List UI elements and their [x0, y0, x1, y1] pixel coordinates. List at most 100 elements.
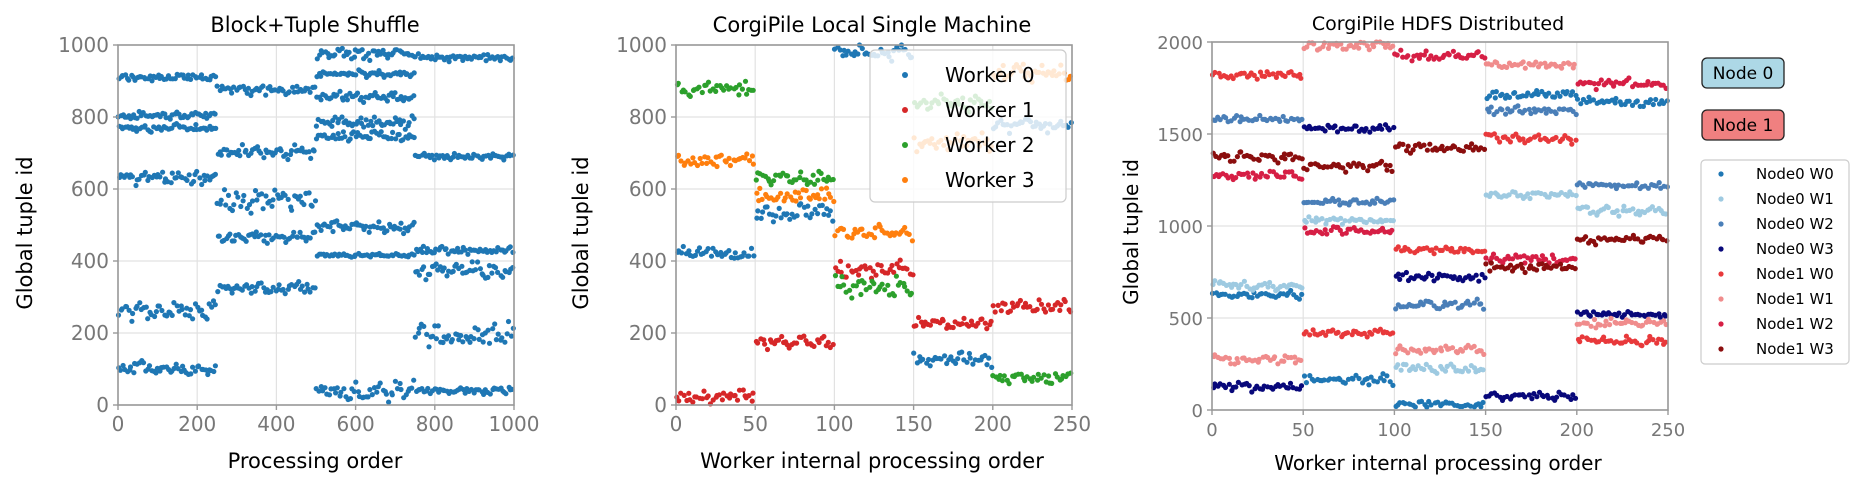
data-point	[1233, 281, 1239, 288]
data-point	[258, 150, 264, 156]
data-point	[504, 331, 510, 337]
data-point	[877, 224, 883, 230]
data-point	[246, 202, 253, 208]
data-point	[330, 228, 336, 235]
data-point	[1473, 272, 1479, 278]
node-tag-box	[1701, 109, 1785, 141]
data-point	[136, 108, 142, 115]
y-tick-label: 800	[71, 105, 109, 129]
data-point	[483, 58, 489, 64]
data-point	[1228, 361, 1234, 367]
data-point	[1412, 366, 1419, 373]
x-tick-label: 800	[416, 412, 454, 436]
data-point	[753, 177, 759, 183]
data-point	[458, 332, 464, 339]
data-point	[1551, 255, 1557, 262]
data-point	[1582, 80, 1588, 86]
data-point	[259, 191, 265, 197]
data-point	[1471, 343, 1477, 349]
data-point	[1602, 323, 1608, 329]
data-point	[296, 279, 302, 285]
data-point	[1557, 261, 1564, 267]
data-point	[1421, 52, 1427, 58]
data-point	[908, 290, 915, 296]
data-point	[1340, 165, 1346, 171]
data-point	[386, 399, 392, 405]
data-point	[1536, 257, 1542, 263]
data-point	[1292, 360, 1298, 366]
data-point	[338, 389, 344, 395]
data-point	[776, 205, 782, 211]
x-tick-label: 400	[257, 412, 295, 436]
data-point	[1478, 404, 1484, 410]
data-point	[318, 73, 324, 79]
data-point	[827, 208, 833, 214]
data-point	[1552, 94, 1558, 100]
data-point	[1434, 370, 1440, 376]
data-point	[188, 76, 194, 82]
data-point	[212, 171, 218, 177]
data-point	[1387, 379, 1393, 385]
data-point	[1444, 145, 1450, 151]
data-point	[720, 390, 727, 396]
data-point	[750, 87, 756, 93]
data-point	[312, 229, 318, 235]
data-point	[1543, 256, 1549, 262]
data-point	[239, 287, 245, 293]
data-point	[1272, 354, 1278, 360]
data-point	[1515, 103, 1521, 109]
data-point	[982, 320, 988, 326]
legend-label: Node1 W2	[1756, 315, 1834, 333]
data-point	[450, 268, 456, 274]
data-point	[1542, 60, 1548, 66]
data-point	[281, 234, 287, 240]
data-point	[344, 97, 350, 103]
data-point	[955, 356, 961, 362]
data-point	[803, 177, 809, 183]
data-point	[283, 151, 289, 157]
data-point	[501, 157, 507, 163]
data-point	[1597, 322, 1603, 328]
data-point	[1493, 89, 1499, 95]
data-point	[1621, 312, 1627, 318]
data-point	[1323, 332, 1329, 338]
data-point	[1573, 111, 1579, 118]
data-point	[1660, 100, 1667, 106]
data-point	[1663, 339, 1669, 345]
data-point	[749, 398, 755, 404]
data-point	[676, 398, 682, 404]
data-point	[1428, 402, 1434, 408]
data-point	[227, 286, 233, 292]
data-point	[1390, 43, 1396, 49]
data-point	[1663, 211, 1669, 217]
data-point	[1538, 190, 1544, 197]
data-point	[249, 284, 255, 290]
data-point	[1270, 283, 1276, 289]
data-point	[1616, 310, 1622, 316]
data-point	[467, 339, 473, 345]
data-point	[1482, 275, 1488, 281]
legend-marker	[1718, 196, 1724, 202]
data-point	[351, 388, 357, 395]
data-point	[1238, 149, 1244, 155]
data-point	[1395, 244, 1401, 250]
data-point	[845, 263, 851, 269]
data-point	[1480, 367, 1486, 373]
data-point	[1257, 69, 1264, 75]
data-point	[871, 281, 877, 287]
data-point	[885, 282, 891, 288]
data-point	[1390, 330, 1396, 336]
data-point	[1646, 338, 1652, 344]
data-point	[1460, 148, 1466, 154]
data-point	[402, 126, 408, 132]
data-point	[1527, 136, 1533, 142]
data-point	[388, 135, 395, 142]
data-point	[1494, 109, 1500, 115]
data-point	[990, 303, 996, 309]
data-point	[212, 302, 218, 308]
data-point	[1446, 52, 1452, 58]
legend-marker	[902, 72, 908, 78]
data-point	[1481, 306, 1487, 312]
data-point	[855, 51, 861, 57]
